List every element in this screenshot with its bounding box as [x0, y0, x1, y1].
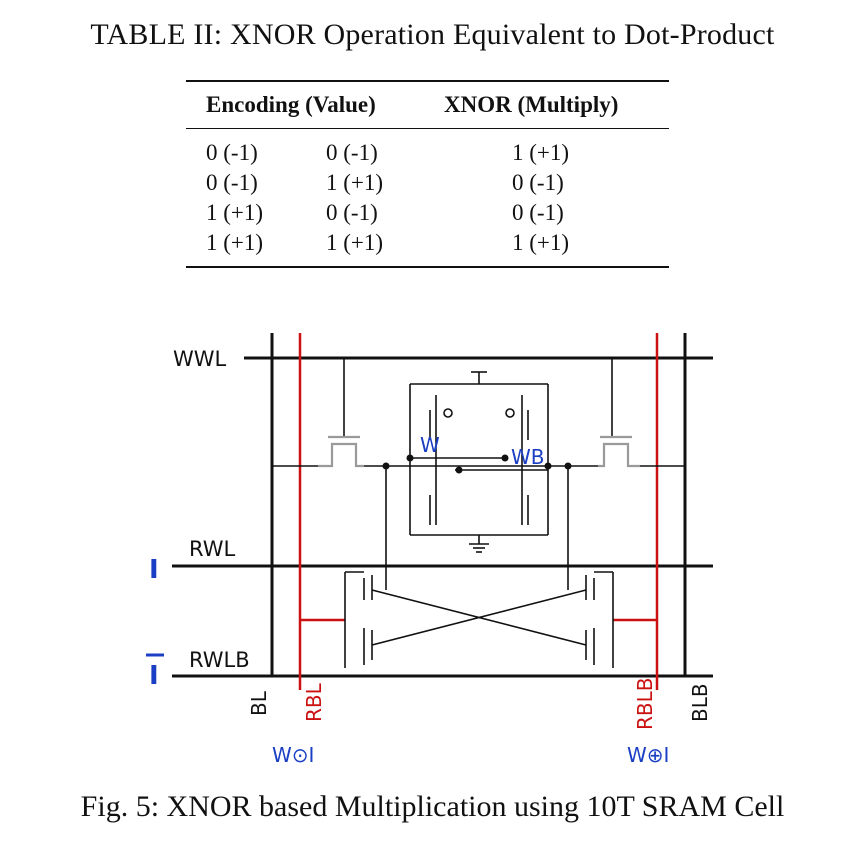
- table-cell: 1 (+1): [326, 170, 384, 195]
- w-node-label: W: [420, 433, 440, 457]
- junction-dot: [382, 462, 390, 470]
- word-and-bit-lines: [172, 333, 713, 678]
- wwl-label: WWL: [173, 347, 227, 371]
- junction-dot: [544, 462, 552, 470]
- junction-dots: [382, 454, 572, 474]
- access-transistors: [318, 435, 640, 468]
- pmos-bubble: [443, 408, 453, 418]
- junction-dot: [501, 454, 509, 462]
- table-cell: 1 (+1): [206, 200, 264, 225]
- cross-wire: [371, 589, 587, 646]
- table-title: TABLE II: XNOR Operation Equivalent to D…: [90, 18, 775, 51]
- rwl-label: RWL: [189, 537, 236, 561]
- table-bottom-rule: [186, 266, 669, 268]
- table-cell: 0 (-1): [206, 170, 258, 195]
- junction-dot: [455, 466, 463, 474]
- rblb-label: RBLB: [633, 678, 657, 730]
- input-i-label: I: [149, 555, 159, 585]
- header-encoding: Encoding (Value): [206, 92, 376, 117]
- bl-label: BL: [247, 690, 271, 716]
- circuit-labels: WWL RWL RWLB W WB I I BL RBL RBLB BLB W⊙…: [146, 347, 712, 767]
- storage-wires: [272, 358, 685, 668]
- table-cell: 0 (-1): [206, 140, 258, 165]
- xor-output-label: W⊕I: [627, 743, 669, 767]
- table-cell: 0 (-1): [512, 200, 564, 225]
- table-mid-rule: [186, 128, 669, 129]
- access-transistor-left: [318, 442, 364, 468]
- header-xnor: XNOR (Multiply): [444, 92, 619, 117]
- figure-caption: Fig. 5: XNOR based Multiplication using …: [80, 790, 785, 823]
- blb-label: BLB: [688, 683, 712, 722]
- read-bitlines: [298, 333, 659, 690]
- input-ib-label: I: [149, 661, 159, 691]
- table-cell: 1 (+1): [512, 140, 570, 165]
- wb-node-label: WB: [511, 445, 545, 469]
- table-cell: 0 (-1): [326, 200, 378, 225]
- rwlb-label: RWLB: [189, 648, 250, 672]
- xnor-output-label: W⊙I: [272, 743, 314, 767]
- table-top-rule: [186, 80, 669, 82]
- pmos-bubble: [505, 408, 515, 418]
- table-cell: 0 (-1): [512, 170, 564, 195]
- junction-dot: [564, 462, 572, 470]
- table-cell: 1 (+1): [326, 230, 384, 255]
- table-cell: 1 (+1): [512, 230, 570, 255]
- access-transistor-right: [598, 442, 640, 468]
- rbl-label: RBL: [302, 682, 326, 722]
- junction-dot: [406, 454, 414, 462]
- table-cell: 0 (-1): [326, 140, 378, 165]
- table-cell: 1 (+1): [206, 230, 264, 255]
